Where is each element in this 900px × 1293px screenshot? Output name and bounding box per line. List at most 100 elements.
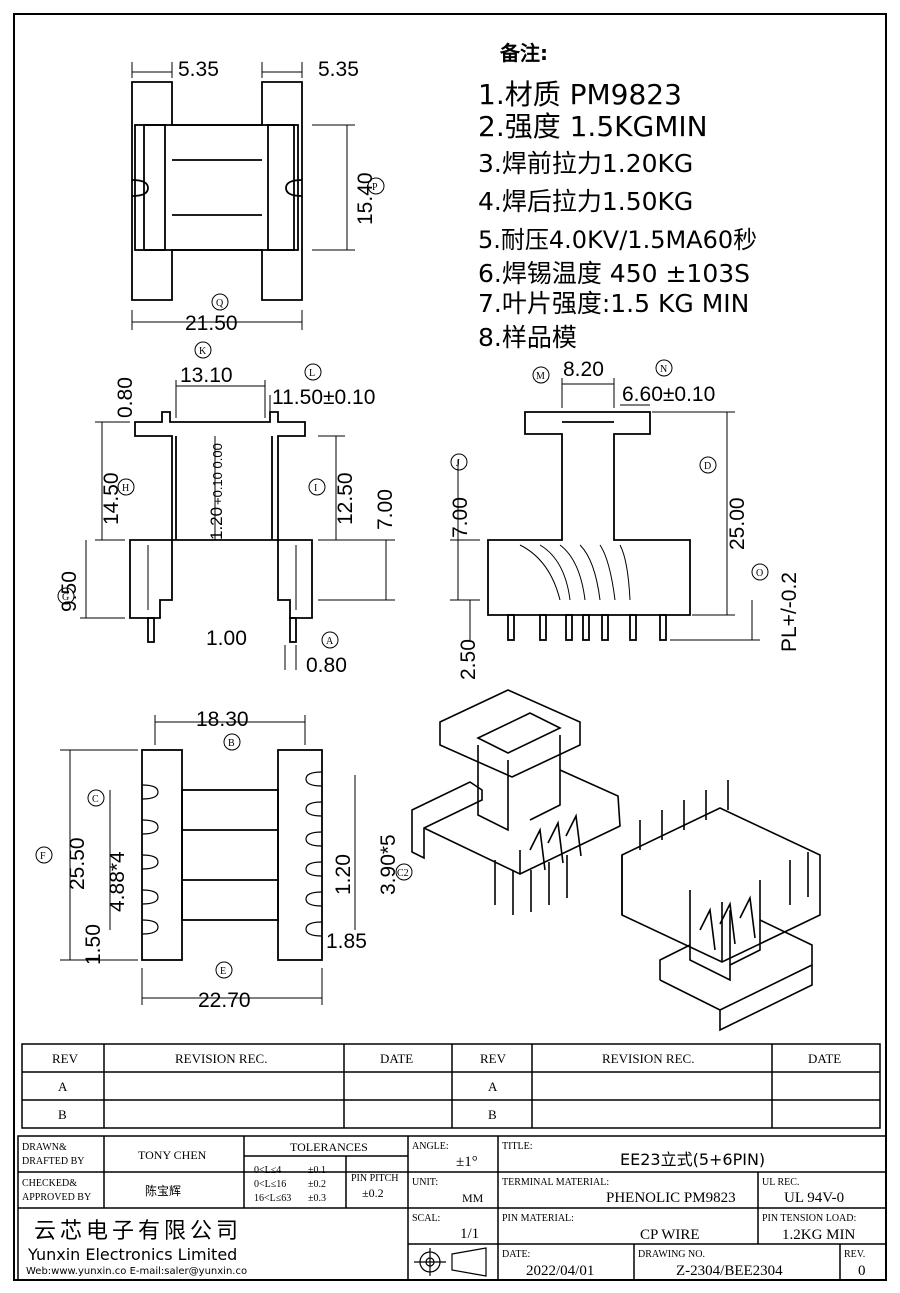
drawn-by: TONY CHEN xyxy=(138,1148,207,1162)
pin-pitch: ±0.2 xyxy=(362,1186,384,1200)
pin-tension-label: PIN TENSION LOAD: xyxy=(762,1213,856,1224)
tol-range-3: 16<L≤63 xyxy=(254,1193,291,1204)
dim-front-body: 7.00 xyxy=(374,489,397,530)
dim-bottom-r2: 1.85 xyxy=(326,930,367,953)
rev-header-date-1: DATE xyxy=(380,1051,413,1066)
dim-front-total: 14.50 xyxy=(100,472,123,525)
rev-header-rec-1: REVISION REC. xyxy=(175,1051,267,1066)
dim-side-top: 8.20 xyxy=(563,358,604,381)
isometric-view-bottom xyxy=(621,780,821,1032)
tag-o: O xyxy=(756,568,763,579)
tag-g: G xyxy=(62,592,69,603)
rev-row-a-2: A xyxy=(488,1079,498,1094)
company-name-cn: 云芯电子有限公司 xyxy=(34,1219,242,1244)
dim-front-pin: 0.80 xyxy=(306,654,347,677)
unit-value: MM xyxy=(462,1191,484,1205)
terminal-value: PHENOLIC PM9823 xyxy=(606,1190,736,1206)
tag-f: F xyxy=(40,851,46,862)
tag-h: H xyxy=(122,483,129,494)
tag-c2: C2 xyxy=(397,868,409,879)
drawn-label-1: DRAWN& xyxy=(22,1142,67,1153)
pin-tension-value: 1.2KG MIN xyxy=(782,1227,855,1243)
tol-range-2: 0<L≤16 xyxy=(254,1179,286,1190)
drawing-no-label: DRAWING NO. xyxy=(638,1249,705,1260)
dim-side-height: 25.00 xyxy=(726,497,749,550)
pin-material-label: PIN MATERIAL: xyxy=(502,1213,574,1224)
rev-header-rev-2: REV xyxy=(480,1051,507,1066)
rev-row-b-1: B xyxy=(58,1107,67,1122)
note-item-3: 3.焊前拉力1.20KG xyxy=(478,149,693,178)
dim-bottom-r1: 1.20 xyxy=(332,854,355,895)
dim-front-slot: 1.20 xyxy=(207,507,226,540)
tag-d: D xyxy=(704,461,711,472)
note-item-4: 4.焊后拉力1.50KG xyxy=(478,187,693,216)
tag-c: C xyxy=(92,794,99,805)
tol-value-1: ±0.1 xyxy=(308,1165,326,1176)
rev-label: REV. xyxy=(844,1249,865,1260)
tag-a: A xyxy=(326,636,334,647)
dim-front-slot-tol: +0.10 0.00 xyxy=(210,443,225,505)
tol-value-2: ±0.2 xyxy=(308,1179,326,1190)
ul-label: UL REC. xyxy=(762,1177,799,1188)
scale-value: 1/1 xyxy=(460,1226,479,1242)
dim-top-width: 21.50 xyxy=(185,312,238,335)
top-view xyxy=(131,62,355,330)
dim-bottom-pitch-left: 4.88*4 xyxy=(106,851,129,912)
pin-pitch-label: PIN PITCH xyxy=(351,1173,399,1184)
dim-front-base: 9.50 xyxy=(58,571,81,612)
notes-heading: 备注: xyxy=(499,41,548,65)
tag-k: K xyxy=(199,346,207,357)
note-item-6: 6.焊锡温度 450 ±103S xyxy=(478,259,750,288)
dim-side-inner: 6.60±0.10 xyxy=(622,383,715,406)
tag-b: B xyxy=(228,738,235,749)
note-item-5: 5.耐压4.0KV/1.5MA60秒 xyxy=(478,226,757,254)
rev-value: 0 xyxy=(858,1263,866,1279)
tol-value-3: ±0.3 xyxy=(308,1193,326,1204)
dim-side-pin: 2.50 xyxy=(457,639,480,680)
dim-side-pl: PL+/-0.2 xyxy=(778,572,801,652)
scale-label: SCAL: xyxy=(412,1213,440,1224)
dim-side-left: 7.00 xyxy=(449,497,472,538)
pin-material-value: CP WIRE xyxy=(640,1227,700,1243)
date-label: DATE: xyxy=(502,1249,530,1260)
checked-label-1: CHECKED& xyxy=(22,1178,77,1189)
angle-value: ±1° xyxy=(456,1154,478,1170)
rev-header-rec-2: REVISION REC. xyxy=(602,1051,694,1066)
rev-header-rev-1: REV xyxy=(52,1051,79,1066)
isometric-view-top xyxy=(411,689,621,915)
side-view-tags xyxy=(450,359,769,581)
note-item-1: 1.材质 PM9823 xyxy=(478,78,682,111)
company-web: Web:www.yunxin.co E-mail:saler@yunxin.co xyxy=(26,1266,247,1277)
front-view xyxy=(80,380,395,670)
tag-circle-p xyxy=(367,177,385,195)
tolerances-label: TOLERANCES xyxy=(290,1140,368,1154)
tag-n: N xyxy=(660,364,667,375)
dim-front-inner: 11.50±0.10 xyxy=(272,386,375,409)
drawing-title: EE23立式(5+6PIN) xyxy=(620,1150,765,1169)
note-item-2: 2.强度 1.5KGMIN xyxy=(478,110,708,143)
dim-top-height: 15.40 xyxy=(354,172,377,225)
angle-label: ANGLE: xyxy=(412,1141,449,1152)
dim-front-top: 13.10 xyxy=(180,364,233,387)
note-item-7: 7.叶片强度:1.5 KG MIN xyxy=(478,289,749,318)
tag-e: E xyxy=(220,966,226,977)
dim-bottom-pitch-right: 3.90*5 xyxy=(377,834,400,895)
dim-top-right: 5.35 xyxy=(318,58,359,81)
title-label: TITLE: xyxy=(502,1141,533,1152)
tag-l: L xyxy=(309,368,315,379)
dim-bottom-width: 22.70 xyxy=(198,989,251,1012)
checked-label-2: APPROVED BY xyxy=(22,1192,91,1203)
date-value: 2022/04/01 xyxy=(526,1263,594,1279)
rev-row-b-2: B xyxy=(488,1107,497,1122)
dim-bottom-l1: 1.50 xyxy=(82,924,105,965)
bottom-view-tags xyxy=(35,733,413,979)
tag-q: Q xyxy=(216,298,224,309)
unit-label: UNIT: xyxy=(412,1177,438,1188)
dim-front-flange: 0.80 xyxy=(114,377,137,418)
drawn-label-2: DRAFTED BY xyxy=(22,1156,85,1167)
drawing-no-value: Z-2304/BEE2304 xyxy=(676,1263,783,1279)
terminal-label: TERMINAL MATERIAL: xyxy=(502,1177,609,1188)
checked-by: 陈宝辉 xyxy=(145,1183,181,1198)
bottom-view xyxy=(60,715,356,1005)
